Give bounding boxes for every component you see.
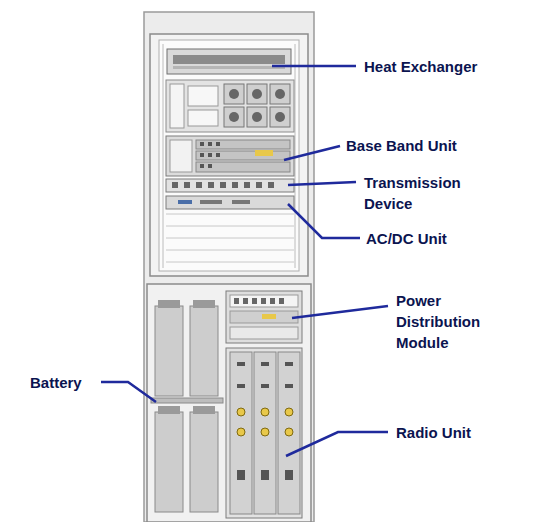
part-label: Base Band Unit	[346, 135, 496, 156]
part-label: Radio Unit	[396, 422, 526, 443]
part-label: Battery	[30, 372, 100, 393]
part-label: Heat Exchanger	[364, 56, 524, 77]
part-label: AC/DC Unit	[366, 228, 516, 249]
part-label: Power Distribution Module	[396, 290, 508, 353]
part-label: Transmission Device	[364, 172, 482, 214]
leader-line	[101, 66, 388, 456]
